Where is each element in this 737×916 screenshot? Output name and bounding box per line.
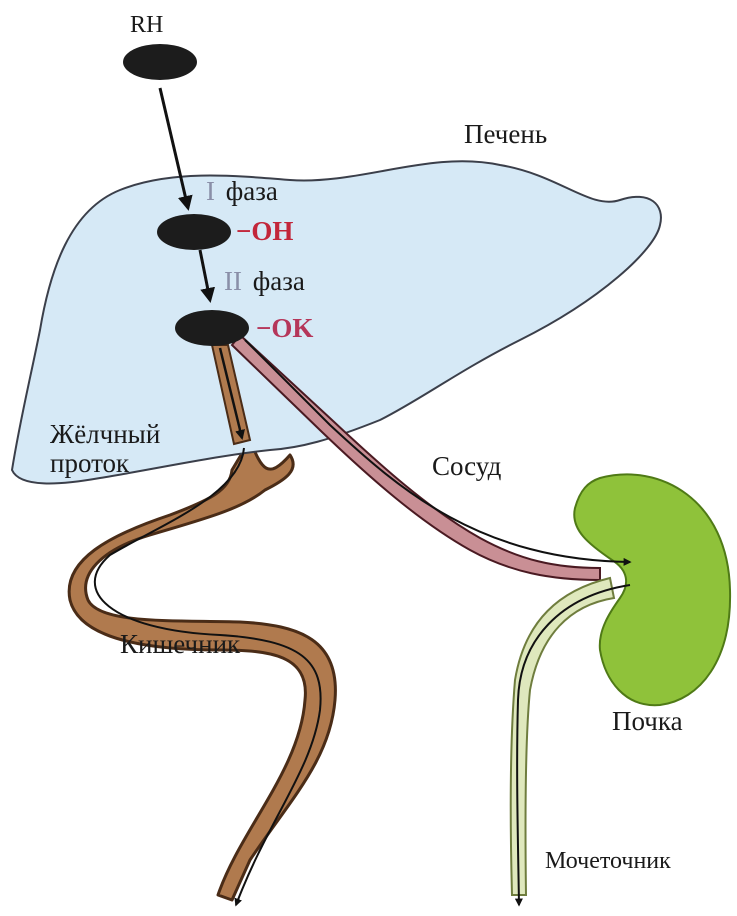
molecule-phase2: [175, 310, 249, 346]
label-group-ok: −OK: [256, 313, 313, 343]
label-bile-duct-line2: проток: [50, 448, 130, 478]
label-rh: RH: [130, 12, 163, 38]
intestine: [69, 440, 335, 900]
molecule-phase1: [157, 214, 231, 250]
label-vessel: Сосуд: [432, 451, 502, 481]
intestine-tube: [69, 440, 335, 900]
label-kidney: Почка: [612, 706, 683, 736]
label-liver: Печень: [464, 119, 547, 149]
label-group-oh: −OH: [236, 216, 293, 246]
label-phase2: II фаза: [224, 266, 305, 296]
label-bile-duct-line1: Жёлчный: [50, 419, 160, 449]
label-phase1-numeral: I: [206, 176, 215, 206]
label-phase1-word: фаза: [226, 176, 278, 206]
label-intestine: Кишечник: [120, 629, 241, 659]
label-phase1: I фаза: [206, 176, 278, 206]
label-ureter: Мочеточник: [545, 848, 671, 874]
label-phase2-word: фаза: [253, 266, 305, 296]
molecule-rh: [123, 44, 197, 80]
label-phase2-numeral: II: [224, 266, 242, 296]
